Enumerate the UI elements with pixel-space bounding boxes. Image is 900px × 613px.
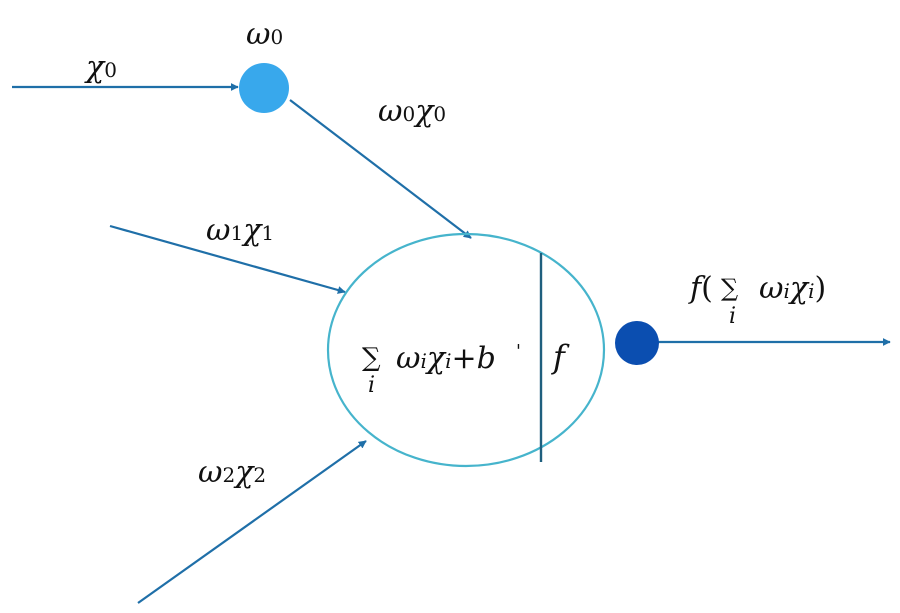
summation-expression: ∑ i ωiχi+b ' (362, 341, 521, 398)
weighted-arrow-w1x1 (109, 224, 346, 294)
weighted-arrow-w0x0 (289, 99, 472, 239)
weighted-input-label-0: ω0χ0 (378, 94, 446, 129)
neuron-body (326, 232, 606, 468)
weighted-input-label-1: ω1χ1 (206, 213, 274, 248)
output-node (615, 321, 659, 365)
weighted-input-label-2: ω2χ2 (198, 455, 266, 490)
output-expression: f( ∑ i ωiχi) (688, 271, 826, 329)
activation-label: f (551, 338, 570, 376)
output-index: i (729, 304, 736, 329)
summation-body: ωiχi+b (396, 341, 496, 376)
summation-index: i (368, 373, 375, 398)
summation-sigma: ∑ (362, 343, 381, 373)
input-label: χ0 (84, 50, 117, 85)
weight-node (239, 63, 289, 113)
summation-tick: ' (516, 341, 521, 362)
output-sigma: ∑ (721, 274, 738, 302)
output-body: ωiχi) (759, 271, 826, 306)
weight-label: ω0 (246, 17, 283, 52)
output-label: f( (688, 271, 713, 306)
weighted-arrow-w2x2 (137, 440, 367, 604)
